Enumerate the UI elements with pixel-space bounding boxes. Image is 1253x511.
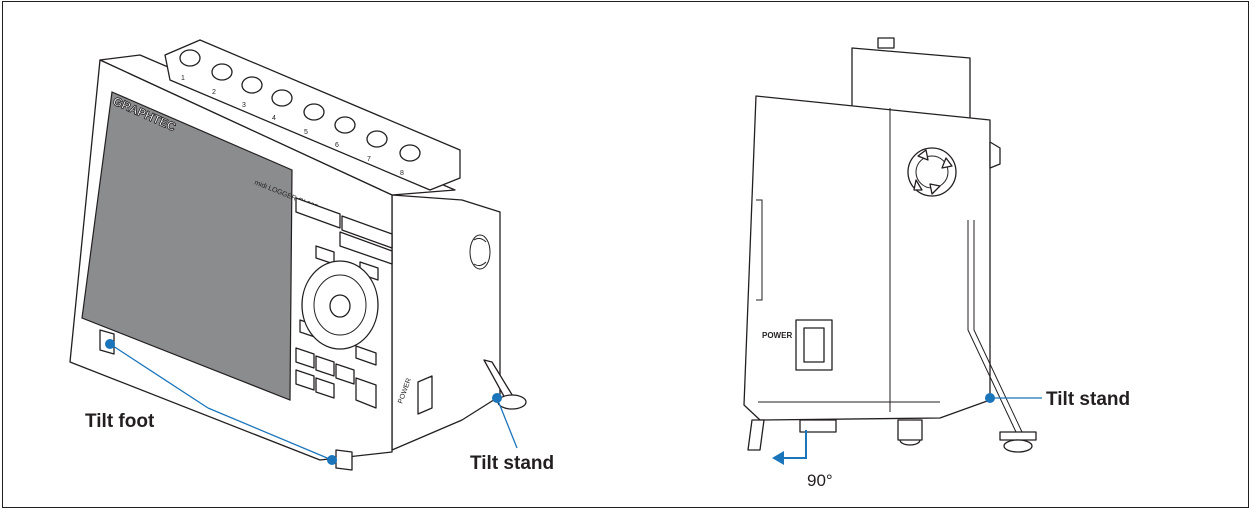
side-power-switch	[417, 375, 433, 415]
angle-label: 90°	[807, 471, 833, 490]
logger-side-view: POWER	[743, 37, 1037, 465]
navigation-dial	[301, 260, 379, 350]
callout-dot	[492, 393, 502, 403]
channel-8: 8	[400, 170, 404, 177]
power-switch	[795, 319, 833, 371]
base-foot-body	[897, 419, 923, 441]
tilt-stand-front-callout: Tilt stand	[470, 393, 554, 474]
tilt-foot-bracket	[799, 419, 837, 433]
channel-2: 2	[212, 89, 216, 96]
tilt-stand-front	[483, 359, 527, 410]
rotation-arrow	[772, 430, 807, 465]
side-vent-round	[907, 147, 957, 197]
tilt-foot-right	[335, 449, 353, 471]
callout-dot	[327, 455, 337, 465]
channel-6: 6	[335, 142, 339, 149]
tilt-stand-side-label: Tilt stand	[1046, 389, 1130, 410]
side-vent	[469, 234, 491, 270]
callout-dot	[105, 339, 115, 349]
power-label: POWER	[762, 331, 792, 340]
tilt-stand-side-callout: Tilt stand	[985, 389, 1130, 410]
channel-4: 4	[272, 115, 276, 122]
tilt-foot-callout: Tilt foot	[85, 339, 337, 465]
channel-5: 5	[304, 129, 308, 136]
channel-number-labels: 1 2 3 4 5 6 7 8	[181, 75, 404, 177]
logger-front-view: GRAPHTEC midi LOGGER GL980 1 2 3 4 5 6 7…	[69, 39, 527, 471]
channel-1: 1	[181, 75, 185, 82]
tilt-stand-front-label: Tilt stand	[470, 453, 554, 474]
rear-knob	[989, 141, 1001, 169]
logger-side-panel	[391, 194, 501, 451]
channel-7: 7	[367, 156, 371, 163]
tilt-foot-label: Tilt foot	[85, 411, 155, 432]
top-latch	[877, 37, 895, 49]
input-terminals	[179, 49, 421, 162]
lcd-screen	[81, 91, 293, 401]
side-main-body	[743, 95, 991, 421]
tilt-foot-side	[747, 419, 765, 451]
callout-dot	[985, 393, 995, 403]
channel-3: 3	[242, 102, 246, 109]
grip-ribs	[756, 199, 763, 301]
